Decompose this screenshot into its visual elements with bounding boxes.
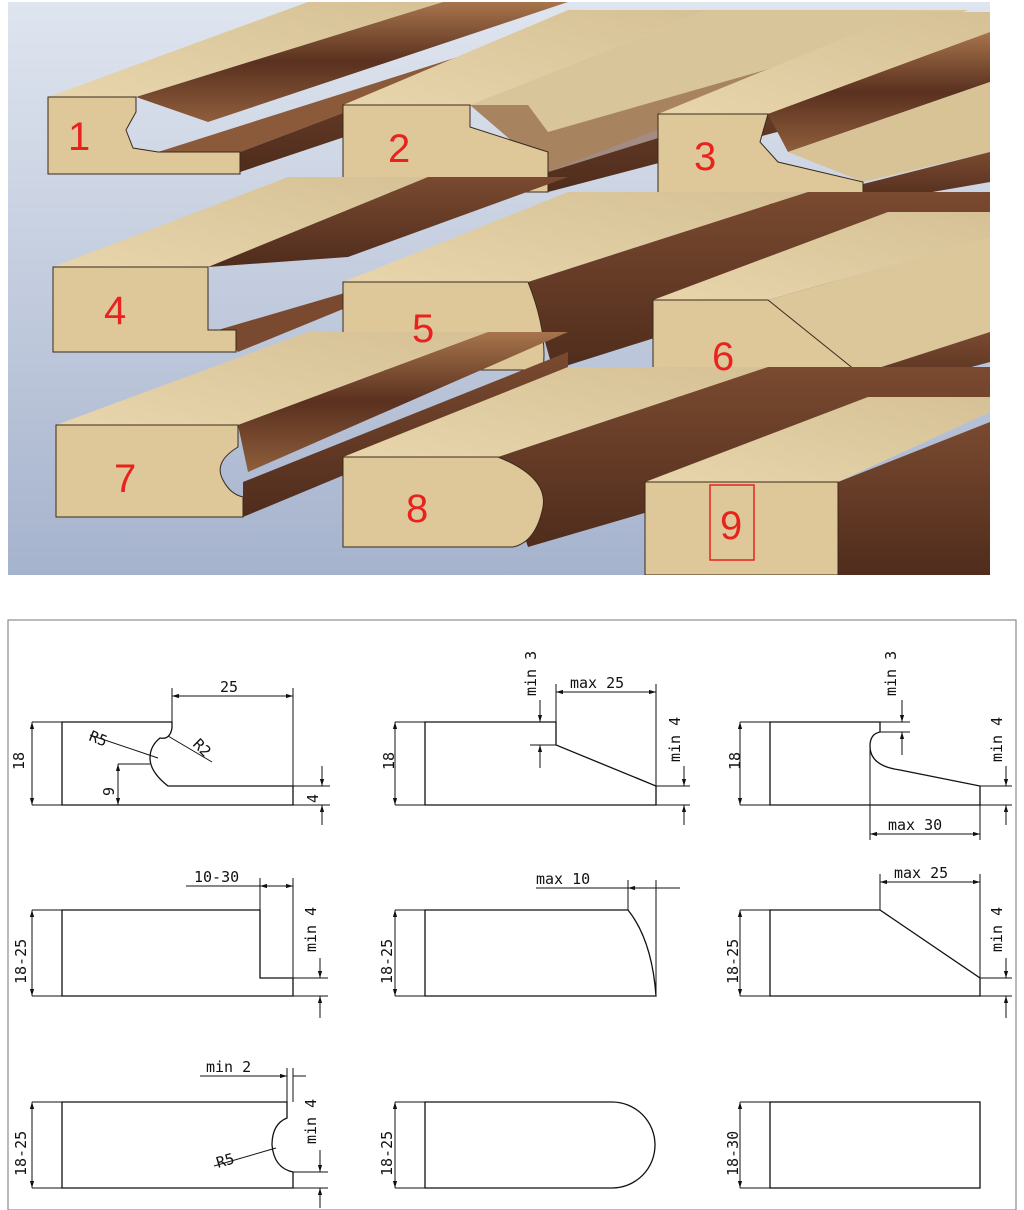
dim-p5-height: 18-25 [378, 939, 396, 984]
board-label-2: 2 [388, 127, 410, 171]
dim-p7-radius: R5 [214, 1150, 236, 1172]
board-label-9: 9 [720, 504, 742, 548]
board-9 [644, 397, 990, 575]
board-3 [657, 12, 990, 205]
board-label-5: 5 [412, 307, 434, 351]
drawing-profile-9: 18-30 [724, 1101, 981, 1189]
drawing-profile-1: 25 18 R5 R2 9 4 [10, 678, 330, 825]
drawing-profile-2: 18 min 3 max 25 min 4 [380, 651, 690, 825]
dim-p2-height: 18 [380, 752, 398, 770]
dim-p4-width: 10-30 [194, 868, 239, 886]
dim-p6-width: max 25 [894, 864, 948, 882]
dim-p6-height: 18-25 [724, 939, 742, 984]
board-label-6: 6 [712, 335, 734, 379]
dim-p9-height: 18-30 [724, 1131, 742, 1176]
dim-p4-right: min 4 [302, 907, 320, 952]
dim-p6-right: min 4 [988, 907, 1006, 952]
drawing-profile-8: 18-25 [378, 1101, 656, 1189]
dim-p7-right: min 4 [302, 1099, 320, 1144]
dim-p7-width: min 2 [206, 1058, 251, 1076]
board-label-4: 4 [104, 289, 126, 333]
dim-p3-right: min 4 [988, 717, 1006, 762]
drawing-profile-6: 18-25 max 25 min 4 [724, 864, 1012, 1018]
dim-p8-height: 18-25 [378, 1131, 396, 1176]
dim-p2-right: min 4 [666, 717, 684, 762]
dim-p3-width: max 30 [888, 816, 942, 834]
dim-p5-width: max 10 [536, 870, 590, 888]
dim-p2-top: min 3 [522, 651, 540, 696]
drawing-profile-7: 18-25 min 2 R5 min 4 [12, 1058, 328, 1208]
dim-p1-bottom: 4 [304, 794, 322, 803]
drawing-profile-5: 18-25 max 10 [378, 870, 680, 997]
dim-p1-r5: R5 [87, 727, 110, 750]
board-9-highlight-box [709, 484, 755, 561]
board-label-7: 7 [114, 457, 136, 501]
profile-render: 1 2 3 4 5 6 7 8 9 [8, 2, 990, 575]
dim-p3-top: min 3 [882, 651, 900, 696]
dim-p7-height: 18-25 [12, 1131, 30, 1176]
dim-p3-height: 18 [726, 752, 744, 770]
dim-p4-height: 18-25 [12, 939, 30, 984]
drawing-profile-4: 18-25 10-30 min 4 [12, 868, 328, 1018]
board-label-1: 1 [68, 115, 90, 159]
dim-p1-height: 18 [10, 752, 28, 770]
drawing-frame [7, 619, 1017, 1210]
dim-p2-width: max 25 [570, 674, 624, 692]
board-label-8: 8 [406, 487, 428, 531]
board-4 [52, 177, 568, 353]
dim-p1-r2: R2 [189, 735, 215, 761]
board-label-3: 3 [694, 135, 716, 179]
dim-p1-width: 25 [220, 678, 238, 696]
dim-p1-depth: 9 [100, 787, 118, 796]
profile-drawings: 25 18 R5 R2 9 4 18 min 3 max 25 [7, 619, 1017, 1210]
drawing-profile-3: 18 min 3 max 30 min 4 [726, 651, 1012, 840]
